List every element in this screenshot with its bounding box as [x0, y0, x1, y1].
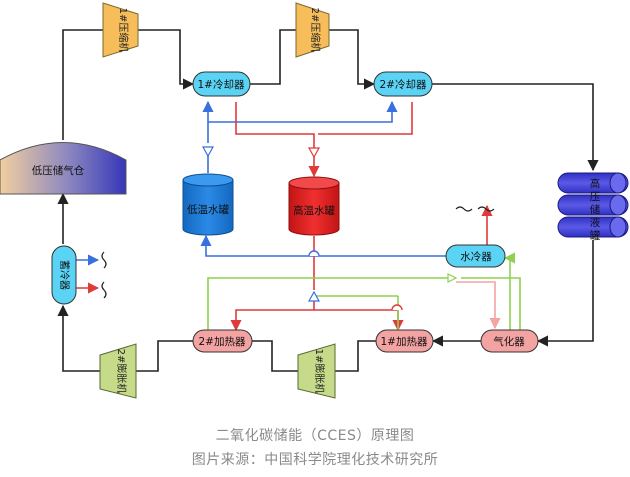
compressor-2-label: 2#压缩机	[309, 8, 322, 53]
cold-storage: 蓄冷器	[51, 245, 77, 305]
hot-water-lines	[76, 102, 493, 332]
water-cooler: 水冷器	[445, 244, 506, 268]
co2-flow-lines	[57, 29, 599, 372]
low-temp-tank-label: 低温水罐	[187, 203, 229, 216]
compressor-2: 2#压缩机	[295, 2, 330, 58]
green-loop-lines	[207, 252, 521, 330]
high-pressure-tank-label: 高压储液罐	[590, 177, 601, 242]
figure-caption: 二氧化碳储能（CCES）原理图	[215, 428, 415, 444]
expander-1: 1#膨胀机	[297, 343, 336, 399]
compressor-1: 1#压缩机	[102, 2, 139, 58]
vaporizer: 气化器	[480, 329, 539, 353]
compressor-1-label: 1#压缩机	[117, 8, 130, 53]
line-hop	[308, 250, 320, 257]
heater-1: 1#加热器	[375, 329, 434, 353]
water-cooler-label: 水冷器	[460, 250, 492, 263]
cooler-1-label: 1#冷却器	[198, 78, 245, 91]
check-valve-hot	[307, 147, 321, 159]
cooler-1: 1#冷却器	[192, 71, 251, 97]
expander-2-label: 2#膨胀机	[115, 349, 128, 394]
expander-2: 2#膨胀机	[99, 343, 137, 399]
cold-water-lines	[76, 100, 446, 266]
high-pressure-tank: 高压储液罐	[557, 172, 629, 242]
line-hop	[391, 304, 403, 311]
heater-2-label: 2#加热器	[199, 335, 246, 348]
low-temp-tank: 低温水罐	[182, 173, 234, 236]
cooler-2-label: 2#冷却器	[380, 78, 427, 91]
high-temp-tank: 高温水罐	[288, 176, 340, 236]
check-valve-mid	[307, 290, 321, 302]
check-valve-green	[447, 273, 458, 283]
cooler-2: 2#冷却器	[373, 71, 433, 97]
expander-1-label: 1#膨胀机	[313, 349, 326, 394]
low-pressure-store: 低压储气仓	[0, 142, 127, 195]
pink-loop-lines	[456, 281, 501, 330]
heater-1-label: 1#加热器	[381, 335, 428, 348]
check-valve-cold	[201, 146, 215, 158]
cold-storage-label: 蓄冷器	[58, 260, 71, 290]
vaporizer-label: 气化器	[493, 335, 525, 348]
low-pressure-store-label: 低压储气仓	[32, 164, 85, 177]
heater-2: 2#加热器	[192, 329, 253, 353]
high-temp-tank-label: 高温水罐	[293, 204, 335, 217]
wave-icon	[101, 206, 495, 299]
figure-source: 图片来源：中国科学院理化技术研究所	[191, 452, 439, 468]
